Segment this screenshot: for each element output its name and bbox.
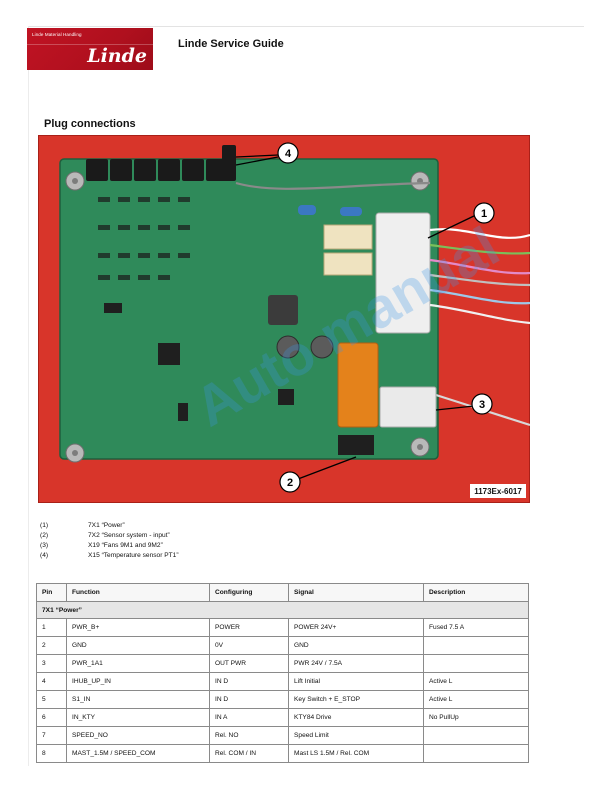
- legend-number: (2): [40, 532, 49, 539]
- cell-signal: Speed Limit: [288, 726, 424, 745]
- cell-description: No PullUp: [423, 708, 529, 727]
- page-left-rule: [28, 26, 29, 766]
- table-row: 4 IHUB_UP_IN IN D Lift Initial Active L: [36, 672, 529, 691]
- column-header-function: Function: [66, 583, 210, 602]
- cell-function: PWR_B+: [66, 618, 210, 637]
- cell-description: Active L: [423, 690, 529, 709]
- cell-signal: PWR 24V / 7.5A: [288, 654, 424, 673]
- figure-id-box: [470, 484, 526, 498]
- cell-configuring: 0V: [209, 636, 289, 655]
- cell-configuring: IN D: [209, 690, 289, 709]
- linde-logo: Linde Material Handling Linde: [27, 28, 153, 70]
- logo-wordmark: Linde: [87, 45, 147, 67]
- inductor: [268, 295, 298, 325]
- column-header-signal: Signal: [288, 583, 424, 602]
- callout-3-label: 3: [479, 399, 485, 411]
- cell-description: [423, 726, 529, 745]
- legend-text: X15 “Temperature sensor PT1”: [88, 552, 179, 559]
- table-caption: 7X1 “Power”: [36, 601, 529, 619]
- cell-pin: 5: [36, 690, 67, 709]
- cell-pin: 7: [36, 726, 67, 745]
- cell-configuring: OUT PWR: [209, 654, 289, 673]
- callout-3: [471, 393, 493, 415]
- table-row: 5 S1_IN IN D Key Switch + E_STOP Active …: [36, 690, 529, 709]
- legend-text: 7X2 “Sensor system - input”: [88, 532, 170, 539]
- callout-4-label: 4: [285, 148, 292, 160]
- cell-function: GND: [66, 636, 210, 655]
- cell-function: S1_IN: [66, 690, 210, 709]
- column-header-pin: Pin: [36, 583, 67, 602]
- legend-number: (1): [40, 522, 49, 529]
- cell-pin: 4: [36, 672, 67, 691]
- cell-pin: 3: [36, 654, 67, 673]
- relay: [337, 342, 379, 428]
- cell-function: IN_KTY: [66, 708, 210, 727]
- legend-number: (3): [40, 542, 49, 549]
- table-row: 8 MAST_1.5M / SPEED_COM Rel. COM / IN Ma…: [36, 744, 529, 763]
- table-row: 6 IN_KTY IN A KTY84 Drive No PullUp: [36, 708, 529, 727]
- pcb-photo: Auto manual 1 2 3 4 1173Ex-6017: [38, 135, 530, 503]
- cell-signal: Lift Initial: [288, 672, 424, 691]
- cell-signal: POWER 24V+: [288, 618, 424, 637]
- cell-pin: 1: [36, 618, 67, 637]
- legend-text: X19 “Fans 9M1 and 9M2”: [88, 542, 163, 549]
- column-header-configuring: Configuring: [209, 583, 289, 602]
- wire-bundle: [235, 181, 530, 427]
- cell-configuring: Rel. NO: [209, 726, 289, 745]
- cell-function: PWR_1A1: [66, 654, 210, 673]
- cell-signal: Mast LS 1.5M / Rel. COM: [288, 744, 424, 763]
- cell-signal: GND: [288, 636, 424, 655]
- cell-description: Fused 7.5 A: [423, 618, 529, 637]
- capacitor-2: [310, 335, 334, 359]
- legend-number: (4): [40, 552, 49, 559]
- table-row: 1 PWR_B+ POWER POWER 24V+ Fused 7.5 A: [36, 618, 529, 637]
- relay-small-2: [323, 252, 373, 276]
- cell-description: Active L: [423, 672, 529, 691]
- cell-function: SPEED_NO: [66, 726, 210, 745]
- page-top-rule: [28, 26, 584, 27]
- sensor-input-connector: [338, 435, 374, 455]
- table-row: 7 SPEED_NO Rel. NO Speed Limit: [36, 726, 529, 745]
- mounting-screws: [65, 171, 430, 463]
- table-row: 3 PWR_1A1 OUT PWR PWR 24V / 7.5A: [36, 654, 529, 673]
- main-power-connector: [375, 212, 431, 334]
- cell-pin: 6: [36, 708, 67, 727]
- callout-4: [277, 142, 299, 164]
- fan-connector: [379, 386, 437, 428]
- cell-description: [423, 636, 529, 655]
- cell-configuring: Rel. COM / IN: [209, 744, 289, 763]
- cell-signal: KTY84 Drive: [288, 708, 424, 727]
- callout-2: [279, 471, 301, 493]
- figure-id: 1173Ex-6017: [474, 487, 522, 496]
- cell-function: MAST_1.5M / SPEED_COM: [66, 744, 210, 763]
- cell-description: [423, 744, 529, 763]
- section-title: Plug connections: [44, 118, 136, 130]
- cell-signal: Key Switch + E_STOP: [288, 690, 424, 709]
- cell-function: IHUB_UP_IN: [66, 672, 210, 691]
- callout-1-label: 1: [481, 208, 487, 220]
- page-header-title: Linde Service Guide: [178, 38, 284, 50]
- cell-pin: 2: [36, 636, 67, 655]
- microcontroller: [158, 343, 180, 365]
- cell-configuring: IN A: [209, 708, 289, 727]
- cell-pin: 8: [36, 744, 67, 763]
- logo-stripe: [27, 44, 153, 45]
- pin-table: 7X1 “Power” Pin Function Configuring Sig…: [36, 583, 529, 763]
- relay-small-1: [323, 224, 373, 250]
- cell-configuring: IN D: [209, 672, 289, 691]
- column-header-description: Description: [423, 583, 529, 602]
- cell-description: [423, 654, 529, 673]
- logo-tagline: Linde Material Handling: [32, 32, 82, 37]
- table-header-row: Pin Function Configuring Signal Descript…: [36, 583, 529, 602]
- legend-text: 7X1 “Power”: [88, 522, 125, 529]
- top-connector-row: [86, 145, 236, 181]
- callout-2-label: 2: [287, 477, 293, 489]
- capacitor-1: [276, 335, 300, 359]
- table-row: 2 GND 0V GND: [36, 636, 529, 655]
- callout-1: [473, 202, 495, 224]
- cell-configuring: POWER: [209, 618, 289, 637]
